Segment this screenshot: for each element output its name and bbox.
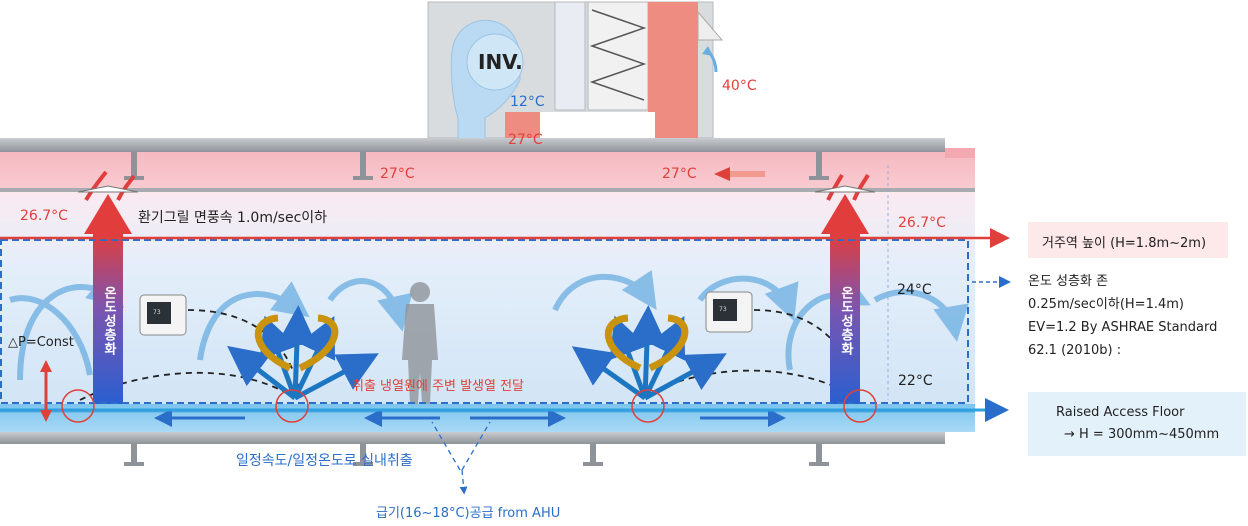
outdoor-inlet-arrow — [702, 46, 718, 73]
strat-label-right: 온도성층화 — [838, 286, 853, 356]
zone-temp-upper: 24°C — [897, 282, 932, 298]
strat-zone-callout: 온도 성층화 존 0.25m/sec이하(H=1.4m) EV=1.2 By A… — [1028, 270, 1246, 370]
ceiling-grilles — [77, 185, 876, 193]
outdoor-temp: 40°C — [722, 78, 757, 94]
thermostat-left — [139, 294, 187, 336]
strat-line3: EV=1.2 By ASHRAE Standard — [1028, 320, 1218, 335]
ceiling-temp-left: 26.7°C — [20, 208, 68, 224]
grille-note: 환기그릴 면풍속 1.0m/sec이하 — [138, 210, 328, 226]
ceiling-line — [0, 188, 975, 192]
ceiling-temp-center: 27°C — [380, 166, 415, 182]
raf-line2: → H = 300mm~450mm — [1064, 427, 1220, 442]
raf-line1: Raised Access Floor — [1056, 405, 1185, 420]
air-circulation — [9, 270, 969, 381]
ceiling-slab — [0, 138, 945, 152]
return-duct-temp: 27°C — [662, 166, 697, 182]
strat-arrow-left — [84, 170, 136, 404]
floor-slab — [0, 432, 945, 444]
supply-temp: 12°C — [510, 94, 545, 110]
thermostat-right — [705, 291, 753, 333]
strat-line4: 62.1 (2010b) : — [1028, 343, 1122, 358]
strat-label-left: 온도성층화 — [101, 286, 116, 356]
floor-pedestals — [124, 444, 829, 466]
occupied-zone-box — [0, 239, 969, 404]
strat-arrow-right — [821, 173, 870, 404]
thermostat-right-display: 73 — [719, 306, 727, 313]
occupied-height-callout: 거주역 높이 (H=1.8m~2m) — [1028, 222, 1228, 258]
dp-arrow — [40, 360, 52, 422]
strat-line2: 0.25m/sec이하(H=1.4m) — [1028, 297, 1184, 312]
dp-label: △P=Const — [8, 335, 74, 350]
supply-dashed-arrows — [431, 421, 491, 495]
person-silhouette — [402, 282, 438, 404]
thermostat-left-display: 73 — [153, 309, 161, 316]
zone-temp-lower: 22°C — [898, 373, 933, 389]
ceiling-temp-right: 26.7°C — [898, 215, 946, 231]
heat-swirls — [254, 314, 689, 372]
diffuser-arrows-left — [227, 305, 379, 401]
diffuser-circles — [61, 389, 877, 423]
outlet-note: 일정속도/일정온도로 실내취출 — [236, 453, 413, 469]
supply-note: 급기(16~18°C)공급 from AHU — [376, 506, 561, 521]
strat-title: 온도 성층화 존 — [1028, 274, 1109, 289]
heat-transfer-note: 취출 냉열원에 주변 발생열 전달 — [352, 379, 525, 394]
return-temp-upper: 27°C — [508, 132, 543, 148]
return-inlet-arrow — [714, 167, 765, 181]
inverter-label: INV. — [478, 50, 523, 74]
raised-floor-callout: Raised Access Floor → H = 300mm~450mm — [1028, 392, 1246, 456]
occupied-height-text: 거주역 높이 (H=1.8m~2m) — [1042, 236, 1207, 251]
